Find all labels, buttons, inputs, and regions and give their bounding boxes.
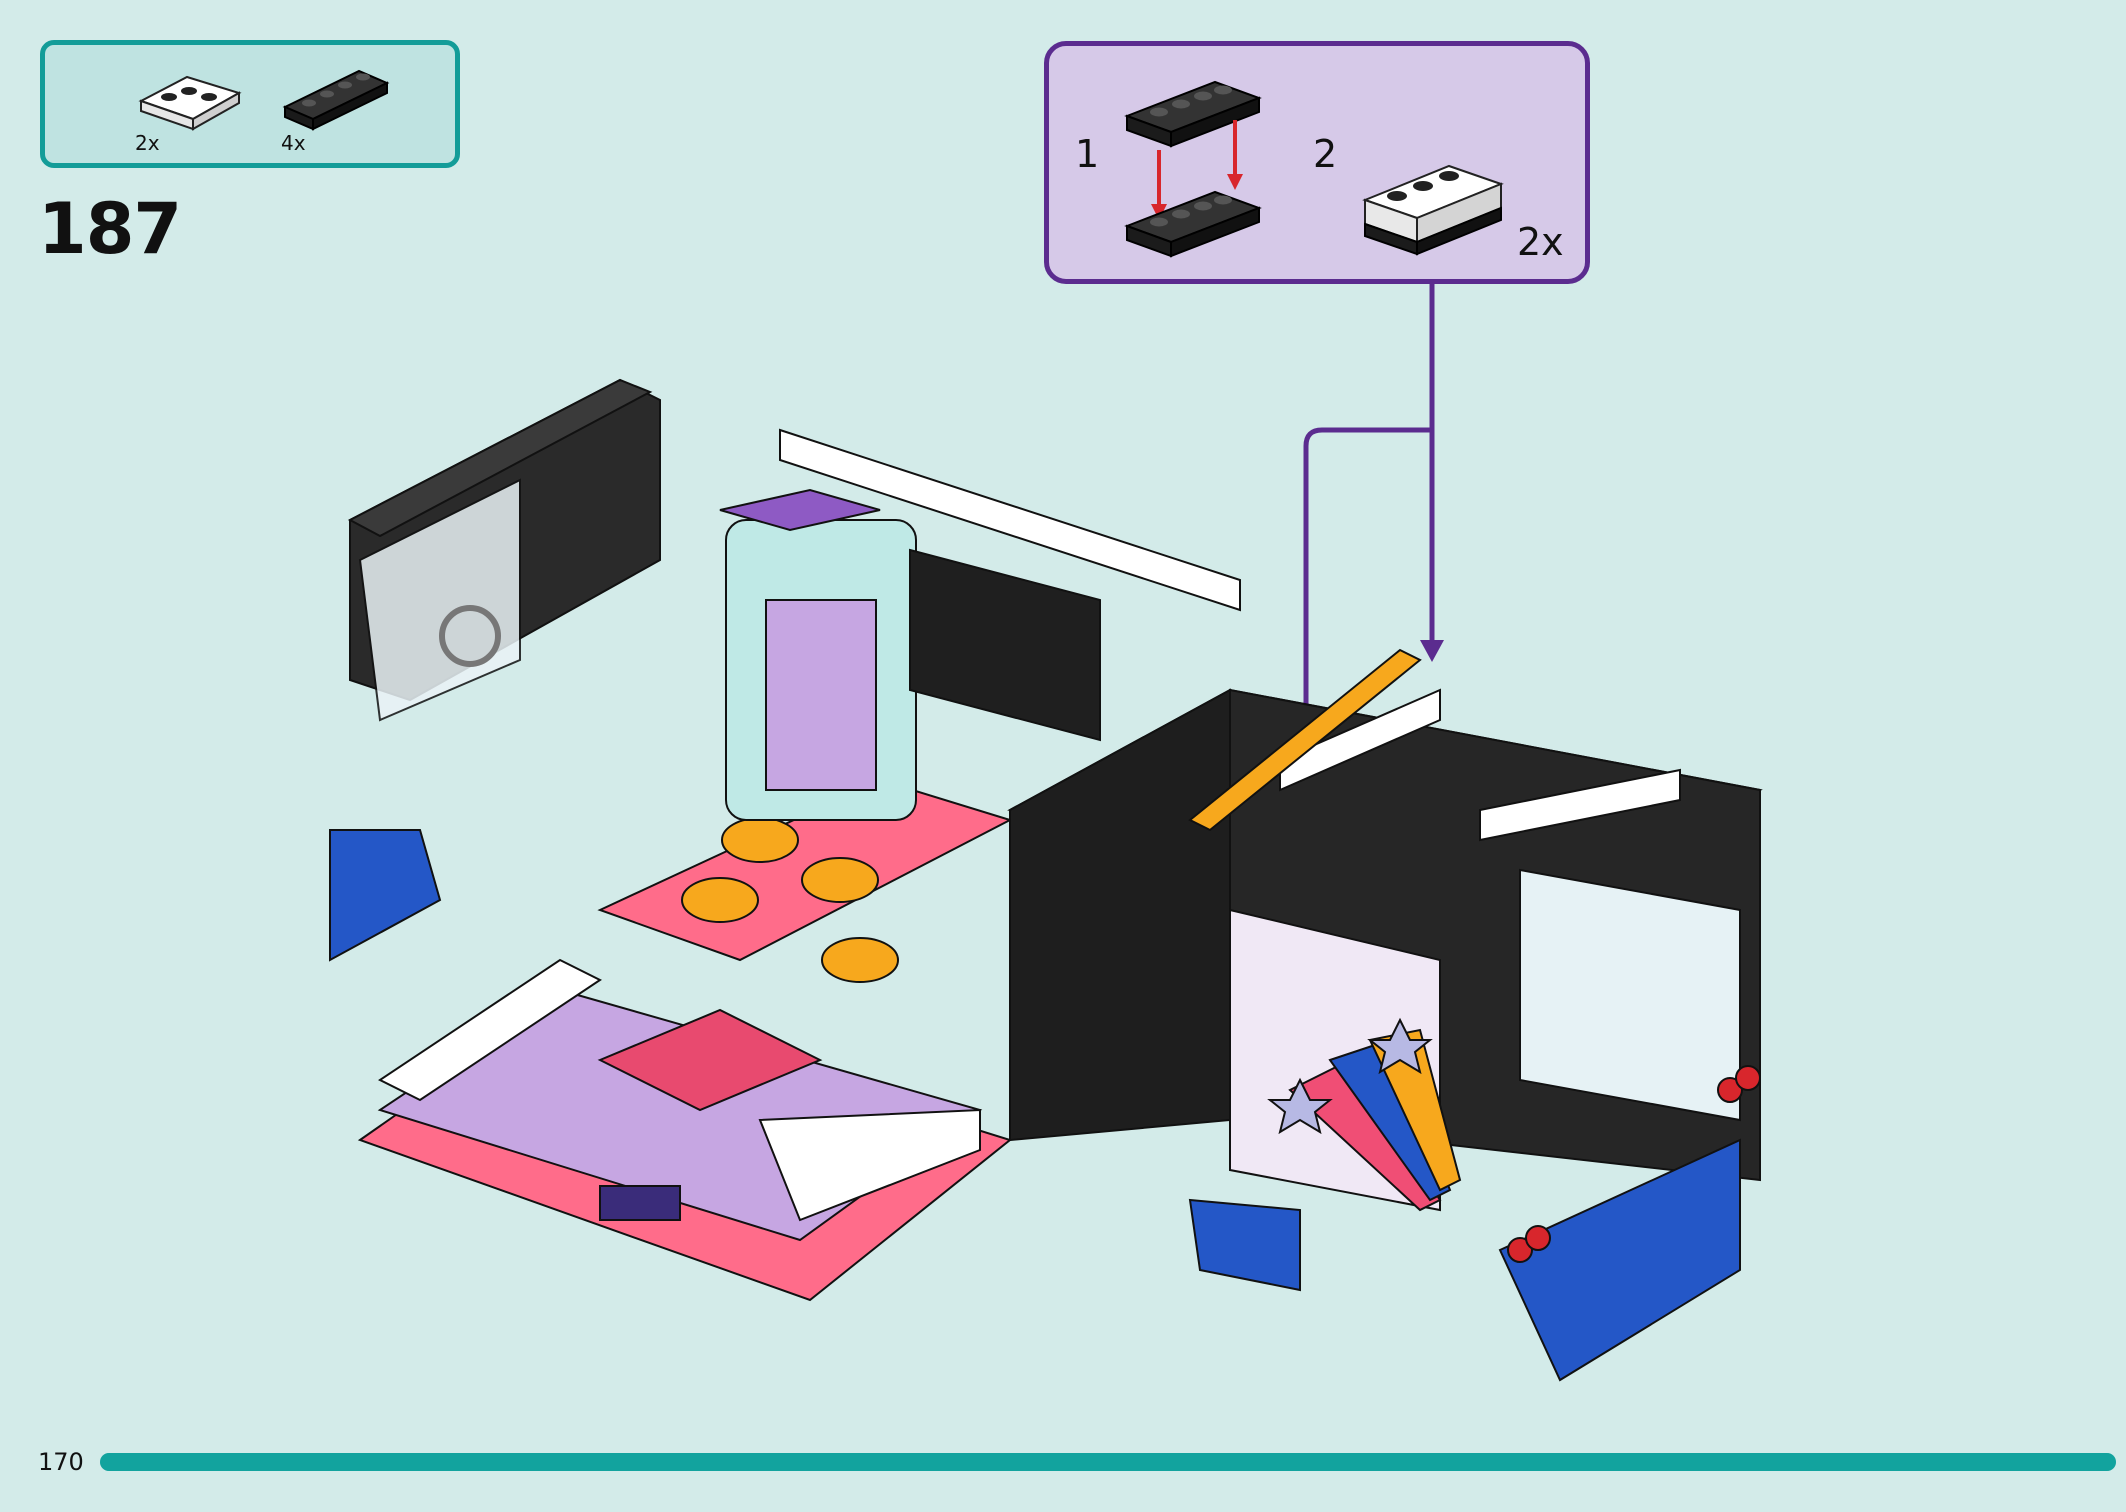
tail-lights	[1507, 1065, 1761, 1263]
parts-list-item: 2x	[135, 63, 245, 163]
sub-step-1-illustration	[1124, 80, 1262, 258]
bus-cab	[329, 378, 661, 962]
star-decal	[1267, 1017, 1462, 1212]
parts-list-item: 4x	[281, 63, 391, 163]
placement-arrowhead	[1420, 640, 1444, 662]
sub-assembly-callout: 1 2	[1044, 41, 1590, 284]
black-plate-1x4-icon	[282, 69, 390, 131]
step-number: 187	[38, 188, 182, 270]
sofa-module	[357, 958, 1013, 1302]
progress-bar-fill	[100, 1453, 2116, 1471]
callout-leader-lines	[1303, 284, 1435, 730]
sub-step-label: 1	[1075, 132, 1100, 176]
bus-rear-section	[1007, 648, 1763, 1382]
progress-bar	[100, 1453, 2116, 1471]
sub-step-2-illustration	[1362, 164, 1504, 256]
sub-step-multiplier: 2x	[1517, 220, 1564, 264]
part-quantity: 2x	[135, 131, 160, 155]
dressing-column	[719, 488, 917, 821]
parts-list-callout: 2x 4x	[40, 40, 460, 168]
part-quantity: 4x	[281, 131, 306, 155]
sub-step-label: 2	[1313, 132, 1338, 176]
white-plate-1x3-icon	[138, 75, 242, 131]
page-number: 170	[38, 1448, 84, 1476]
back-wall	[779, 428, 1241, 742]
